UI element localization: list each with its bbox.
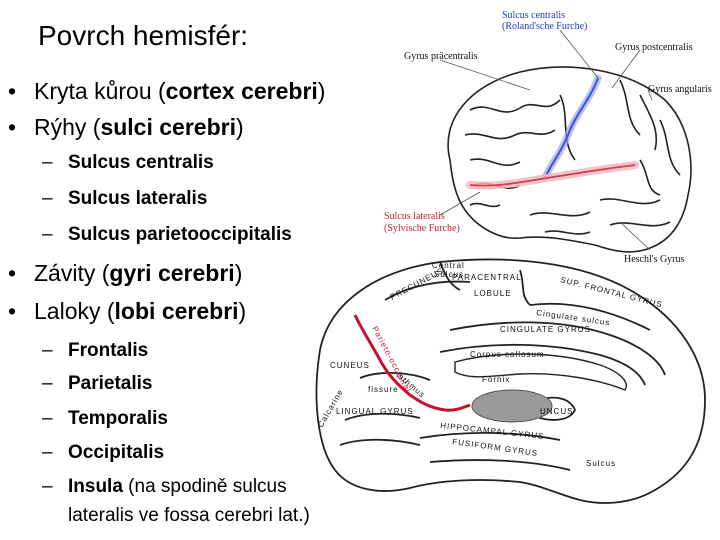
bullet-lobi: •Laloky (lobi cerebri) bbox=[8, 298, 247, 324]
sulcus-lateralis-line bbox=[469, 164, 636, 187]
bullet-marker: • bbox=[8, 298, 17, 324]
lobe-insula: –Insula (na spodině sulcus bbox=[42, 476, 287, 497]
label-gyrus-postcentralis: Gyrus postcentralis bbox=[615, 42, 693, 53]
label-gyrus-precentralis: Gyrus präcentralis bbox=[404, 51, 478, 62]
medial-brain-diagram bbox=[315, 258, 706, 504]
lateral-brain-outline bbox=[447, 66, 692, 253]
lobe-parietalis: –Parietalis bbox=[42, 373, 153, 394]
bullet-sulci: •Rýhy (sulci cerebri) bbox=[8, 114, 244, 140]
label-gyrus-angularis: Gyrus angularis bbox=[648, 84, 712, 95]
label-sulcus: Sulcus bbox=[434, 270, 464, 279]
label-sylvi: (Sylvische Furche) bbox=[384, 223, 460, 234]
thalamus-region bbox=[471, 389, 553, 423]
bullet-cortex: •Kryta kůrou (cortex cerebri) bbox=[8, 78, 326, 104]
label-lobule: LOBULE bbox=[474, 289, 512, 298]
label-fissure: fissure bbox=[368, 385, 399, 394]
label-fusiform: FUSIFORM GYRUS bbox=[452, 437, 539, 458]
bullet-marker: • bbox=[8, 78, 17, 104]
lobe-occipitalis: –Occipitalis bbox=[42, 442, 165, 463]
bullet-gyri: •Závity (gyri cerebri) bbox=[8, 260, 243, 286]
label-central: Central bbox=[432, 261, 465, 270]
bullet-marker: • bbox=[8, 114, 17, 140]
label-cingulate-gyrus: CINGULATE GYRUS bbox=[500, 325, 591, 334]
lobe-temporalis: –Temporalis bbox=[42, 408, 168, 429]
insula-continuation: lateralis ve fossa cerebri lat.) bbox=[68, 505, 310, 526]
label-sulcus-lateralis: Sulcus lateralis bbox=[384, 211, 445, 222]
sulcus-centralis-item: –Sulcus centralis bbox=[42, 152, 214, 173]
parieto-occipital-sulcus bbox=[353, 314, 471, 412]
label-roland: (Roland'sche Furche) bbox=[502, 21, 587, 32]
lateral-brain-diagram bbox=[447, 66, 692, 253]
label-heschl: Heschl's Gyrus bbox=[624, 254, 685, 265]
corpus-callosum bbox=[454, 353, 627, 391]
label-sulcus-small: Sulcus bbox=[586, 459, 616, 468]
label-paracentral: PARACENTRAL bbox=[452, 273, 522, 282]
medial-brain-outline bbox=[315, 258, 706, 504]
slide-title: Povrch hemisfér: bbox=[38, 20, 249, 51]
sulcus-centralis-line bbox=[544, 77, 599, 179]
label-lingual: LINGUAL GYRUS bbox=[336, 407, 414, 416]
label-corpus-callosum: Corpus callosum bbox=[470, 350, 545, 359]
bullet-marker: • bbox=[8, 260, 17, 286]
sulcus-parieto-item: –Sulcus parietooccipitalis bbox=[42, 224, 292, 245]
sulcus-lateralis-item: –Sulcus lateralis bbox=[42, 188, 208, 209]
label-uncus: UNCUS bbox=[540, 407, 573, 416]
label-cuneus: CUNEUS bbox=[330, 361, 370, 370]
label-sulcus-centralis: Sulcus centralis bbox=[502, 10, 565, 21]
lobe-frontalis: –Frontalis bbox=[42, 340, 149, 361]
label-fornix: Fornix bbox=[482, 375, 510, 384]
